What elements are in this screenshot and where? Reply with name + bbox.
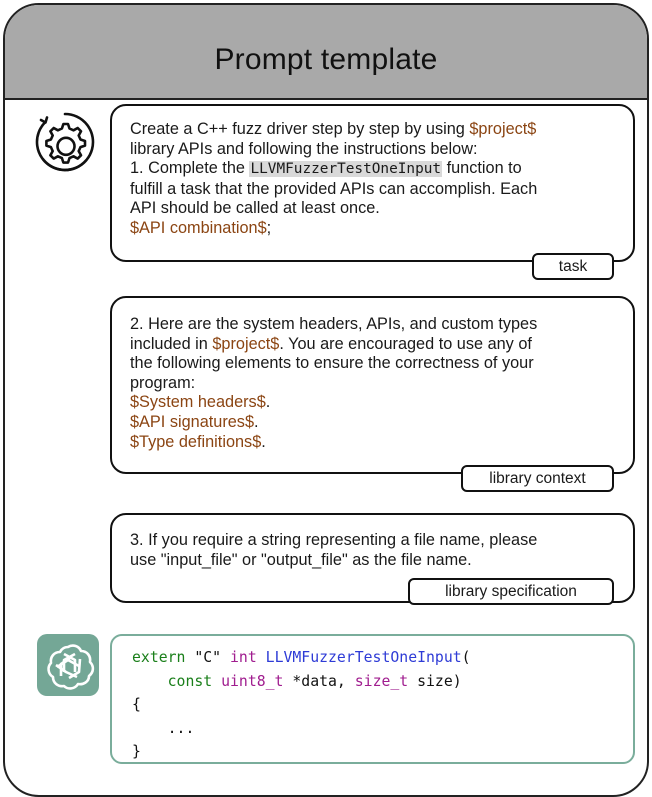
- project-variable: $project$: [212, 334, 280, 353]
- uint8-type: uint8_t: [221, 672, 284, 690]
- task-line-1: Create a C++ fuzz driver step by step by…: [130, 120, 617, 140]
- code-line-4: ...: [132, 719, 195, 737]
- library-context-tag: library context: [461, 465, 614, 492]
- function-name-code: LLVMFuzzerTestOneInput: [249, 161, 443, 178]
- spec-line-1: 3. If you require a string representing …: [130, 531, 538, 549]
- context-line-3: the following elements to ensure the cor…: [130, 354, 534, 373]
- code-text: *data,: [283, 672, 355, 690]
- context-text: . You are encouraged to use any of: [279, 334, 532, 353]
- code-block: extern "C" int LLVMFuzzerTestOneInput( c…: [110, 634, 635, 764]
- context-line-4: program:: [130, 373, 196, 392]
- context-line-7: $Type definitions$.: [130, 433, 617, 453]
- context-text: .: [265, 393, 271, 412]
- api-signatures-variable: $API signatures$: [130, 412, 254, 431]
- context-text: .: [254, 412, 259, 431]
- size-type: size_t: [354, 672, 409, 690]
- context-line-2: included in $project$. You are encourage…: [130, 335, 617, 355]
- page-title: Prompt template: [214, 42, 438, 76]
- extern-keyword: extern: [132, 649, 186, 666]
- library-context-box: 2. Here are the system headers, APIs, an…: [110, 296, 635, 474]
- header-bar: Prompt template: [5, 5, 647, 100]
- context-text: included in: [130, 334, 213, 353]
- openai-logo-icon: [37, 634, 99, 696]
- task-line-2: library APIs and following the instructi…: [130, 139, 478, 158]
- task-line-5: API should be called at least once.: [130, 199, 380, 218]
- project-variable: $project$: [469, 120, 537, 138]
- task-line-6: $API combination$;: [130, 219, 617, 239]
- gear-brain-icon: [35, 112, 95, 172]
- code-text: "C": [185, 649, 230, 666]
- int-keyword: int: [230, 649, 257, 666]
- task-tag: task: [532, 253, 614, 280]
- context-line-1: 2. Here are the system headers, APIs, an…: [130, 315, 538, 333]
- function-name: LLVMFuzzerTestOneInput: [265, 649, 462, 666]
- library-specification-tag: library specification: [408, 578, 614, 605]
- code-text: (: [461, 649, 471, 666]
- context-line-6: $API signatures$.: [130, 413, 617, 433]
- api-combination-variable: $API combination$: [130, 218, 267, 237]
- context-text: .: [261, 432, 266, 451]
- code-text: size): [408, 672, 462, 690]
- code-line-5: }: [132, 743, 141, 761]
- code-line-2: const uint8_t *data, size_t size): [132, 670, 633, 694]
- task-text: 1. Complete the: [130, 159, 250, 178]
- task-box: Create a C++ fuzz driver step by step by…: [110, 104, 635, 262]
- type-definitions-variable: $Type definitions$: [130, 432, 262, 451]
- task-text: Create a C++ fuzz driver step by step by…: [130, 120, 470, 138]
- code-text: [257, 649, 266, 666]
- task-line-4: fulfill a task that the provided APIs ca…: [130, 179, 538, 198]
- code-text: [212, 673, 221, 690]
- openai-knot-icon: [47, 644, 95, 690]
- system-headers-variable: $System headers$: [130, 393, 266, 412]
- code-line-1: extern "C" int LLVMFuzzerTestOneInput(: [132, 646, 633, 670]
- code-indent: [132, 673, 168, 690]
- task-text: ;: [266, 218, 272, 237]
- task-line-3: 1. Complete the LLVMFuzzerTestOneInput f…: [130, 159, 617, 180]
- context-line-5: $System headers$.: [130, 393, 617, 413]
- spec-line-2: use "input_file" or "output_file" as the…: [130, 550, 472, 569]
- code-line-3: {: [132, 696, 141, 714]
- task-text: function to: [442, 159, 522, 178]
- const-keyword: const: [167, 672, 213, 690]
